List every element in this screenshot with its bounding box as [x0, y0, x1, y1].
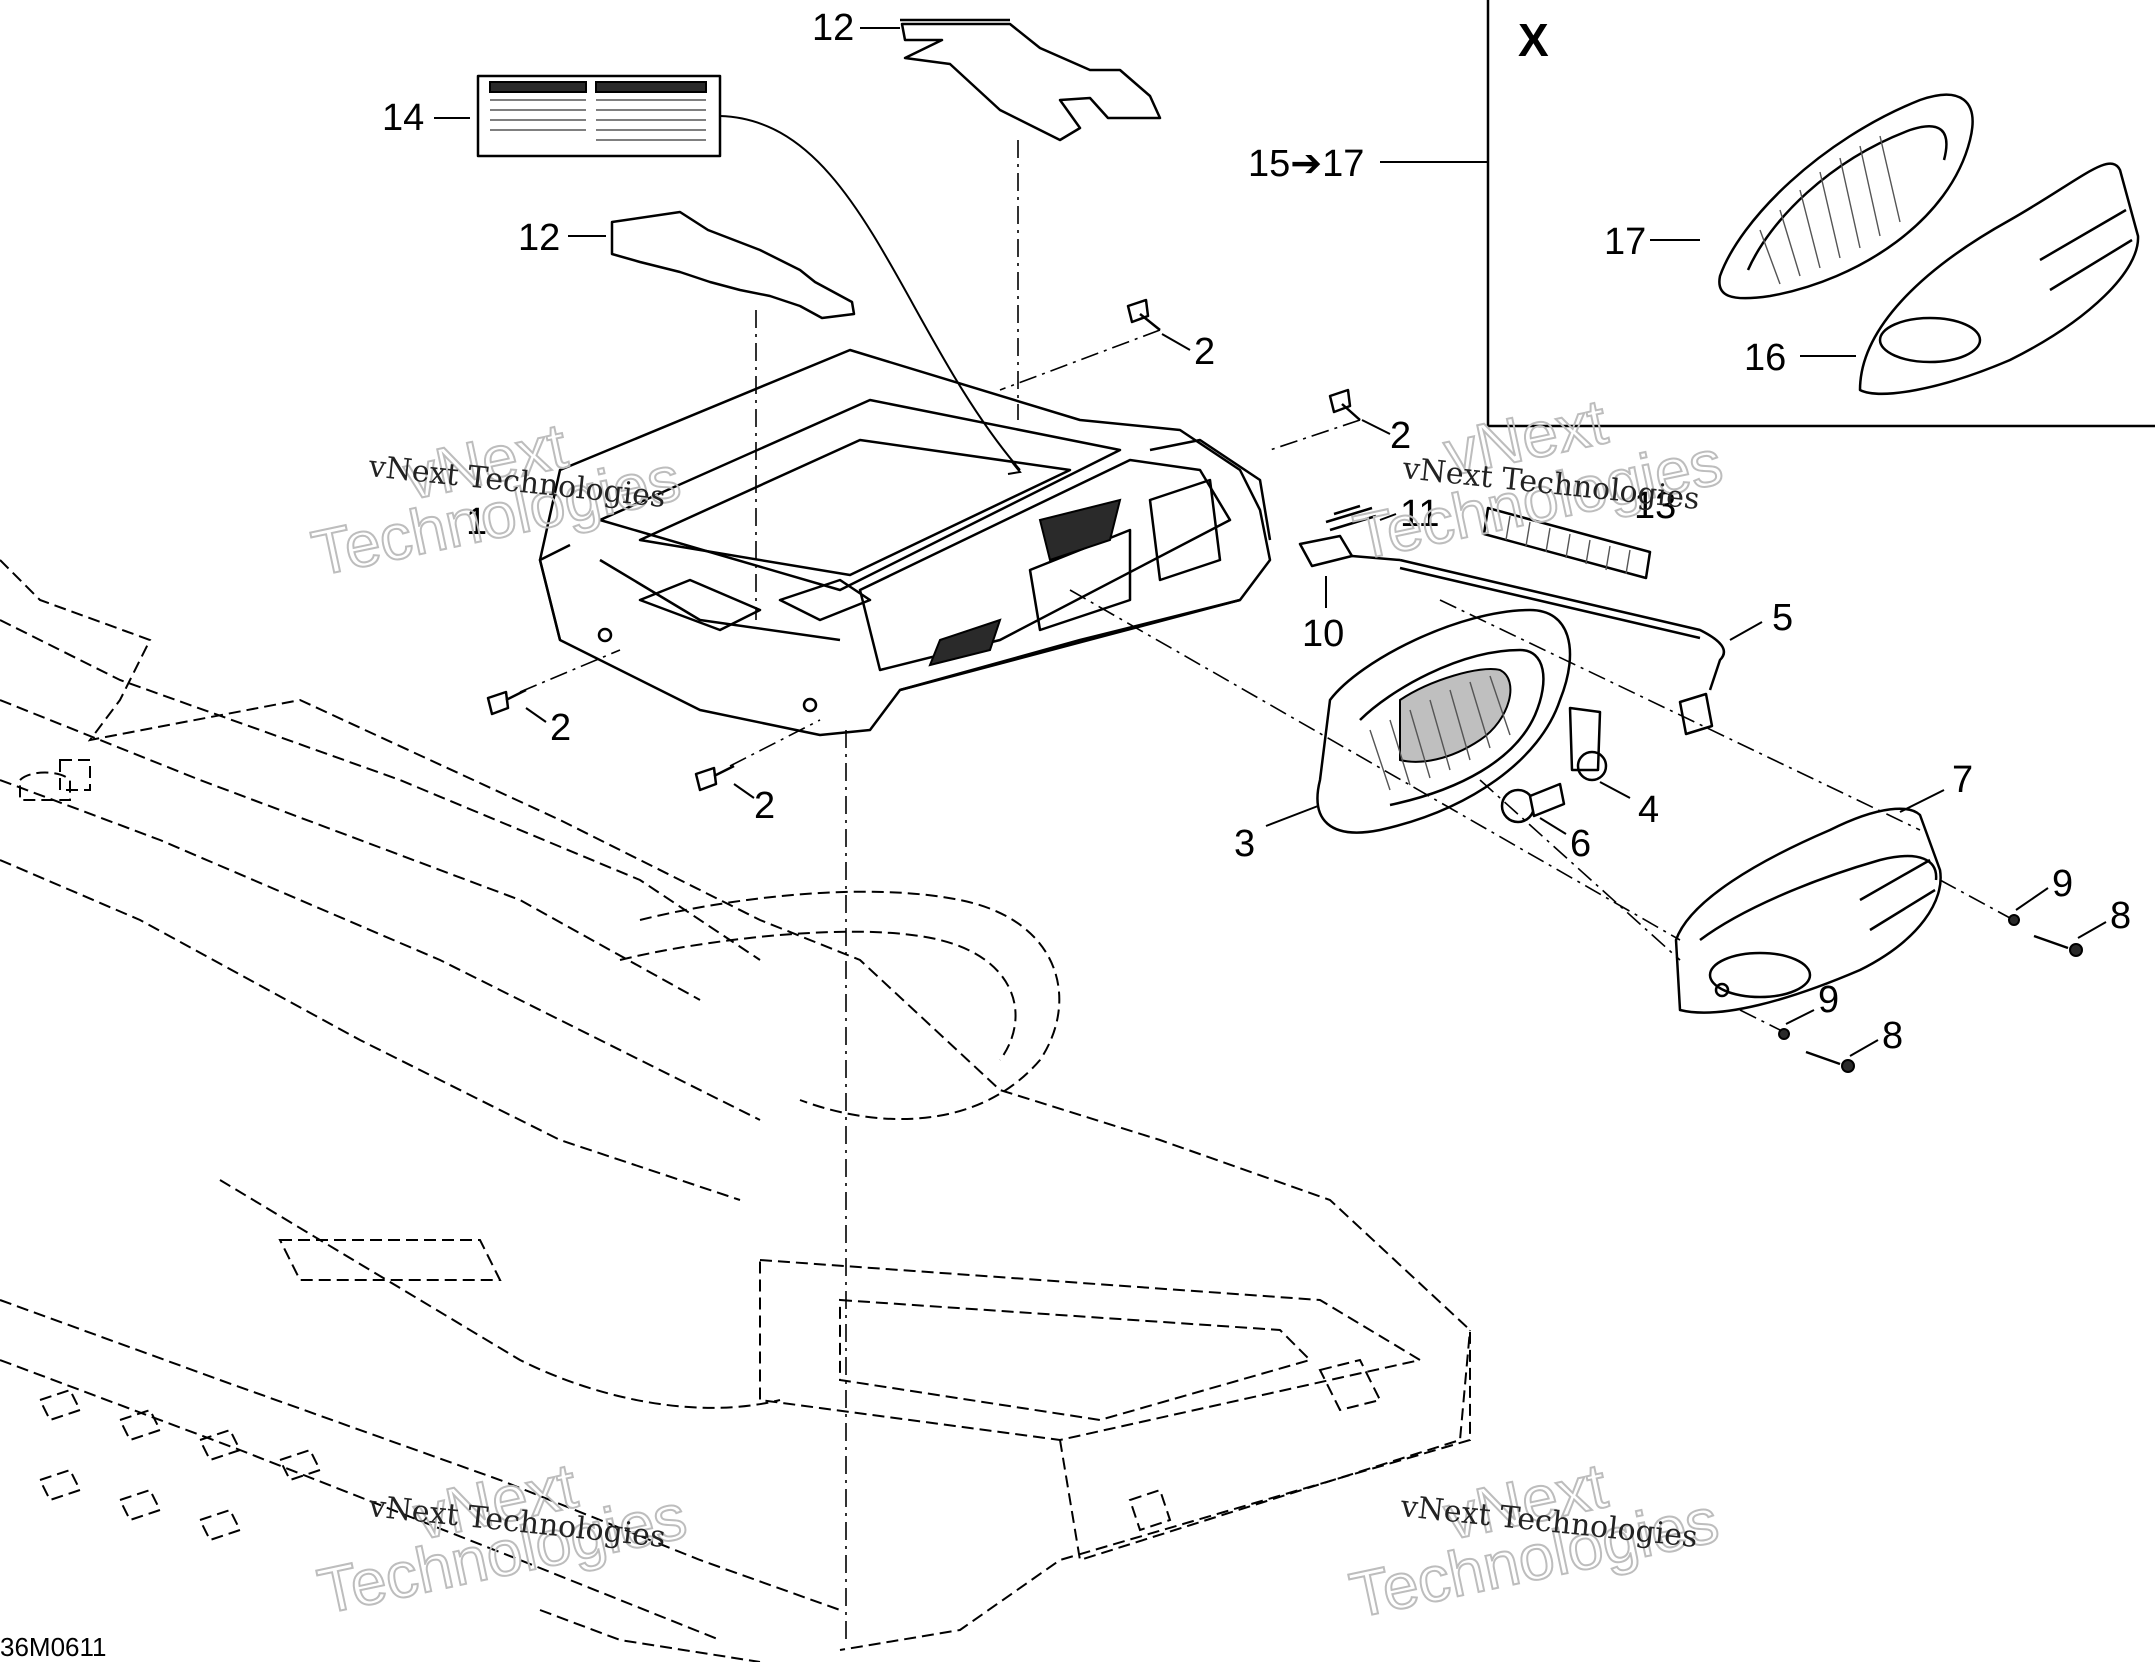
- callout-9-lower: 9: [1818, 979, 1839, 1021]
- tube-part-13: [1482, 506, 1652, 580]
- callout-leaders: [434, 27, 2107, 1057]
- callout-15-to-17: 15➔17: [1248, 143, 1364, 185]
- callout-numbers: 12 14 12 2 2 2 2 1 13 11 10 5 3 4 6 7 9 …: [382, 7, 2131, 1057]
- connector-part-10: [1298, 534, 1401, 568]
- screw-part-2-d: [694, 764, 735, 792]
- callout-1: 1: [466, 501, 487, 543]
- screw-part-2-c: [486, 688, 527, 716]
- watermark-bottom-right: vNext Technologies vNext Technologies: [1343, 1448, 1725, 1632]
- callout-17: 17: [1604, 221, 1646, 263]
- callout-13: 13: [1634, 485, 1676, 527]
- watermark-bottom-left: vNext Technologies vNext Technologies: [311, 1448, 693, 1628]
- figure-code: 36M0611: [0, 1632, 107, 1662]
- screw-part-8-a: [2033, 934, 2083, 957]
- inset-label: X: [1518, 14, 1549, 66]
- vehicle-frame-ghost: [0, 559, 1471, 1663]
- callout-5: 5: [1772, 597, 1793, 639]
- callout-14: 14: [382, 97, 424, 139]
- callout-7: 7: [1952, 759, 1973, 801]
- assembly-centerlines: [519, 115, 2011, 1640]
- callout-6: 6: [1570, 823, 1591, 865]
- callout-2-top: 2: [1194, 331, 1215, 373]
- rack-part-1: [538, 348, 1272, 737]
- callout-4: 4: [1638, 789, 1659, 831]
- callout-10: 10: [1302, 613, 1344, 655]
- washer-part-9-a: [2008, 914, 2020, 926]
- washer-part-9-b: [1778, 1028, 1790, 1040]
- pad-part-12-lower: [610, 210, 856, 320]
- tail-light-housing-part-3: [1316, 608, 1572, 834]
- callout-16: 16: [1744, 337, 1786, 379]
- pad-part-12-upper: [900, 18, 1162, 142]
- callout-8-lower: 8: [1882, 1015, 1903, 1057]
- bulb-part-6: [1500, 782, 1566, 824]
- grommet-part-11: [1325, 504, 1377, 532]
- callout-3: 3: [1234, 823, 1255, 865]
- callout-12-lower: 12: [518, 217, 560, 259]
- wire-harness-part-5: [1399, 558, 1726, 736]
- tail-light-lens-part-7: [1674, 807, 1942, 1014]
- screw-part-2-b: [1328, 388, 1361, 421]
- screw-part-8-b: [1805, 1050, 1855, 1073]
- callout-11: 11: [1400, 493, 1439, 535]
- screw-part-2-a: [1126, 298, 1161, 331]
- callout-9-right: 9: [2052, 863, 2073, 905]
- inset-lens-part-16: [1858, 162, 2140, 395]
- callout-8-right: 8: [2110, 895, 2131, 937]
- inset-x: X: [1380, 0, 2155, 428]
- callout-2-right: 2: [1390, 415, 1411, 457]
- bulb-socket-part-4: [1568, 706, 1608, 782]
- callout-2-left: 2: [550, 707, 571, 749]
- callout-12-upper: 12: [812, 7, 854, 49]
- warning-label-part-14: [476, 74, 722, 158]
- inset-housing-part-17: [1718, 93, 1974, 300]
- callout-2-bottom: 2: [754, 785, 775, 827]
